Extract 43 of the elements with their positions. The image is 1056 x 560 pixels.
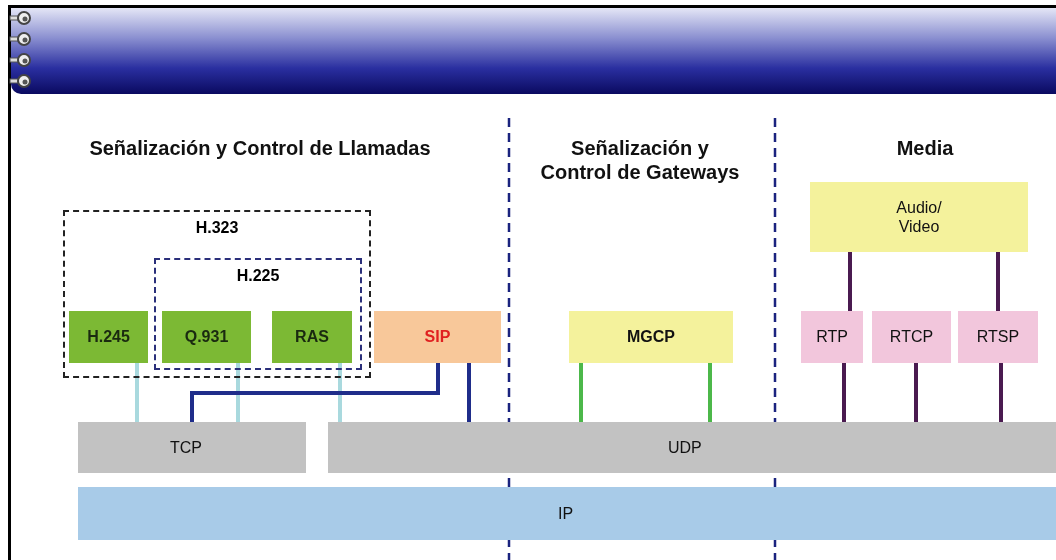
protocol-box — [272, 311, 352, 363]
connector-line — [999, 363, 1003, 422]
section-heading: Señalización y Control de Gateways — [540, 136, 740, 184]
protocol-label: Audio/ Video — [895, 197, 943, 237]
section-heading: Señalización y Control de Llamadas — [88, 136, 432, 160]
protocol-label: RAS — [295, 327, 329, 347]
protocol-label: UDP — [668, 437, 702, 458]
connector-line — [236, 363, 240, 422]
connector-line — [579, 363, 583, 422]
protocol-label: RTCP — [889, 327, 934, 347]
connector-line — [842, 363, 846, 422]
network-layer-bar — [78, 487, 1056, 540]
protocol-label: H.245 — [87, 327, 130, 347]
protocol-box — [801, 311, 863, 363]
dashed-group-box — [63, 210, 371, 378]
protocol-label: TCP — [170, 437, 202, 458]
protocol-label: SIP — [424, 327, 451, 347]
connector-line — [467, 363, 471, 422]
connector-line — [708, 363, 712, 422]
protocol-label: Q.931 — [184, 327, 229, 347]
connector-line — [190, 363, 440, 422]
application-box — [810, 182, 1028, 252]
protocol-box — [374, 311, 501, 363]
protocol-box — [958, 311, 1038, 363]
transport-layer-bar — [328, 422, 1056, 473]
protocol-box — [162, 311, 251, 363]
protocol-label: RTP — [816, 327, 848, 347]
protocol-label: H.323 — [195, 218, 239, 238]
protocol-box — [69, 311, 148, 363]
protocol-label: MGCP — [627, 327, 675, 347]
protocol-label: RTSP — [976, 327, 1020, 347]
connector-line — [996, 252, 1000, 311]
protocol-label: H.225 — [236, 266, 280, 286]
dashed-group-box — [154, 258, 362, 370]
connector-line — [848, 252, 852, 311]
connector-line — [135, 363, 139, 422]
connector-line — [914, 363, 918, 422]
protocol-box — [569, 311, 733, 363]
protocol-label: IP — [558, 503, 574, 524]
section-heading: Media — [895, 136, 955, 160]
protocol-box — [872, 311, 951, 363]
transport-layer-bar — [78, 422, 306, 473]
connector-line — [338, 363, 342, 422]
